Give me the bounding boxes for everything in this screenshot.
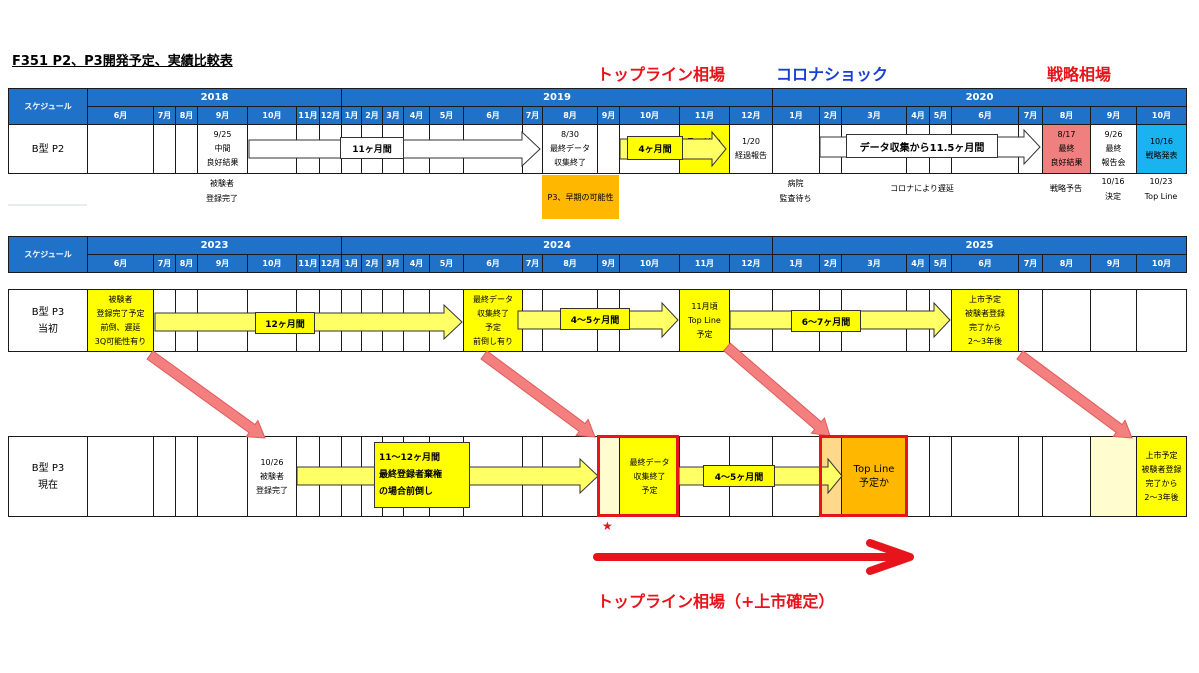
schedule-header: スケジュール bbox=[8, 236, 88, 273]
big-red-arrow-head bbox=[866, 539, 914, 575]
diag-arrow-data-end bbox=[480, 350, 596, 438]
row-label-p3-plan: B型 P3 当初 bbox=[8, 289, 88, 352]
month-header: 12月 bbox=[319, 254, 342, 273]
note-2019-aug: P3、早期の可能性 bbox=[542, 175, 619, 219]
note-2020-sep: 10/16 決定 bbox=[1101, 177, 1125, 201]
grid-cell bbox=[87, 436, 154, 517]
cell-now-2023-oct: 10/26 被験者 登録完了 bbox=[247, 436, 297, 517]
note-2020-oct: 10/23 Top Line bbox=[1144, 177, 1178, 201]
cell-2020-jan: 1/20 経過報告 bbox=[729, 124, 773, 174]
grid-cell bbox=[197, 436, 248, 517]
cell-now-2025-oct: 上市予定 被験者登録 完了から 2〜3年後 bbox=[1136, 436, 1187, 517]
cell-plan-2023-jun: 被験者 登録完了予定 前倒、遅延 3Q可能性有り bbox=[87, 289, 154, 352]
note-corona: コロナにより遅延 bbox=[890, 184, 954, 193]
grid-cell bbox=[1090, 289, 1137, 352]
grid-cell bbox=[1042, 436, 1091, 517]
grid-cell bbox=[772, 124, 820, 174]
month-header: 7月 bbox=[522, 254, 543, 273]
cell-plan-2025-jun: 上市予定 被験者登録 完了から 2〜3年後 bbox=[951, 289, 1019, 352]
cell-2020-sep: 9/26 最終 報告会 bbox=[1090, 124, 1137, 174]
headline-topline: トップライン相場 bbox=[597, 65, 726, 84]
arrow-label-11months: 11ヶ月間 bbox=[340, 137, 404, 159]
month-header: 4月 bbox=[403, 254, 430, 273]
grid-cell bbox=[951, 436, 1019, 517]
cell-2020-oct: 10/16 戦略発表 bbox=[1136, 124, 1187, 174]
schedule-header: スケジュール bbox=[8, 88, 88, 125]
arrow-label-12months: 12ヶ月間 bbox=[255, 312, 315, 334]
star-marker: ★ bbox=[602, 519, 613, 533]
arrow-label-4months: 4ヶ月間 bbox=[627, 136, 683, 160]
cell-now-2025-mar: Top Line 予定か bbox=[841, 436, 907, 517]
highlight-box-data-end bbox=[597, 435, 679, 517]
headline-corona: コロナショック bbox=[776, 65, 889, 84]
arrow-label-6-7months: 6〜7ヶ月間 bbox=[791, 310, 861, 332]
arrow-label-11-12months: 11〜12ヶ月間 最終登録者棄権 の場合前倒し bbox=[374, 442, 470, 508]
note-2018-sep: 被験者 登録完了 bbox=[206, 179, 238, 203]
note-2020-aug: 戦略予告 bbox=[1050, 184, 1082, 193]
highlight-box-topline bbox=[819, 435, 908, 517]
month-header: 10月 bbox=[1136, 254, 1187, 273]
month-header: 4月 bbox=[906, 254, 930, 273]
grid-cell bbox=[87, 124, 154, 174]
arrow-label-4-5months: 4〜5ヶ月間 bbox=[560, 308, 630, 330]
month-header: 3月 bbox=[382, 254, 404, 273]
row-label-p3-now: B型 P3 現在 bbox=[8, 436, 88, 517]
cell-plan-2024-jun: 最終データ 収集終了 予定 前倒し有り bbox=[463, 289, 523, 352]
cell-2018-sep: 9/25 中間 良好結果 bbox=[197, 124, 248, 174]
headline-topline-confirmed: トップライン相場（+上市確定） bbox=[597, 592, 835, 611]
note-2020-jan: 病院 監査待ち bbox=[779, 179, 812, 203]
headline-strategy: 戦略相場 bbox=[1047, 65, 1112, 84]
month-header: 1月 bbox=[772, 254, 820, 273]
page-title: F351 P2、P3開発予定、実績比較表 bbox=[12, 54, 233, 69]
month-header: 6月 bbox=[951, 254, 1019, 273]
diag-arrow-topline bbox=[722, 342, 831, 437]
grid-cell bbox=[1042, 289, 1091, 352]
grid-cell bbox=[1136, 289, 1187, 352]
grid-cell bbox=[1018, 436, 1043, 517]
month-header: 8月 bbox=[542, 254, 598, 273]
grid-cell bbox=[906, 436, 930, 517]
diag-arrow-registration bbox=[146, 350, 266, 439]
arrow-label-4-5months-now: 4〜5ヶ月間 bbox=[703, 465, 775, 487]
arrow-label-11-5months: データ収集から11.5ヶ月間 bbox=[846, 134, 998, 158]
cell-2020-aug: 8/17 最終 良好結果 bbox=[1042, 124, 1091, 174]
diag-arrow-launch bbox=[1016, 350, 1133, 439]
cell-now-2025-sep bbox=[1090, 436, 1137, 517]
cell-2019-aug: 8/30 最終データ 収集終了 bbox=[542, 124, 598, 174]
cell-plan-2024-nov: 11月頃 Top Line 予定 bbox=[679, 289, 730, 352]
